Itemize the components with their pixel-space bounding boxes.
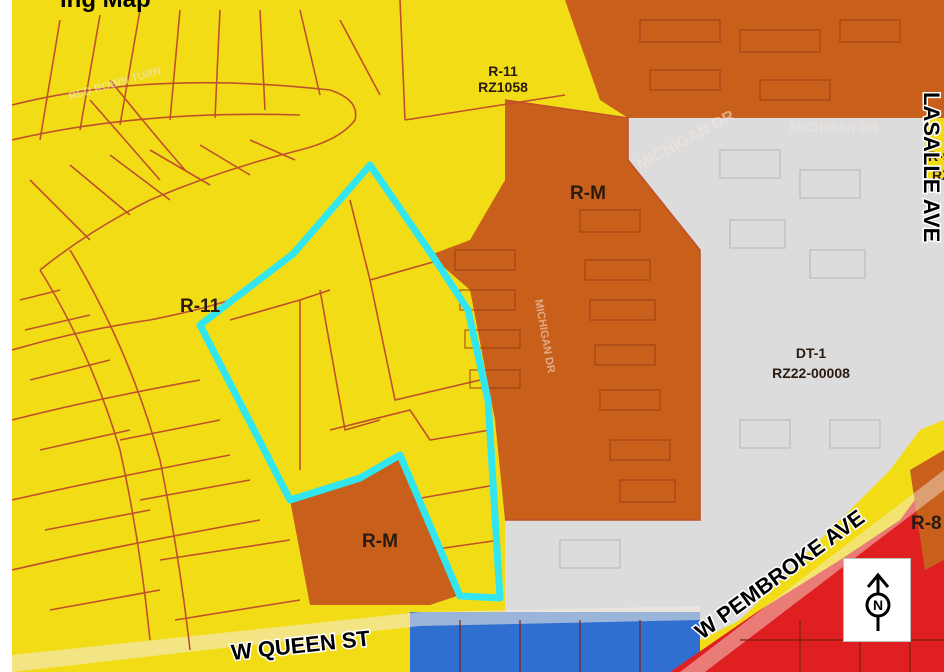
north-arrow-icon: N <box>865 572 891 631</box>
zone-rm-east-fill <box>430 100 700 520</box>
zone-r8-fill <box>910 450 944 570</box>
zone-label-rm-south: R-M <box>362 531 398 552</box>
zone-label-r11-north-case: RZ1058 <box>478 79 528 95</box>
north-arrow-badge: N <box>843 558 911 642</box>
zone-r9-fill <box>925 118 944 178</box>
zone-label-dt1-case: RZ22-00008 <box>772 365 850 381</box>
zone-label-r9: R-9 <box>928 148 944 164</box>
street-w-queen-band <box>12 606 700 672</box>
site-boundary-outline <box>196 161 504 602</box>
street-w-pembroke-band <box>680 470 944 672</box>
dt1-building-lines <box>559 149 881 569</box>
zone-label-rm-east: R-M <box>570 183 606 204</box>
zone-boundary-line <box>504 99 701 521</box>
zone-blue-fill <box>410 612 700 672</box>
parcel-lines <box>12 0 566 651</box>
street-label-lasalle: LASALLE AVE <box>919 92 944 242</box>
zone-label-r11-west: R-11 <box>180 296 221 317</box>
zone-label-dt1: DT-1 <box>796 345 827 361</box>
zone-rm-south-fill <box>290 455 460 605</box>
north-arrow-letter: N <box>873 597 883 613</box>
zone-label-r11-north: R-11 <box>488 63 518 79</box>
zone-rm-north-fill <box>565 0 944 118</box>
rm-building-lines <box>454 19 901 503</box>
map-title: ing Map <box>60 0 151 14</box>
street-label-michigan-dr-2: MICHIGAN DR <box>790 120 879 135</box>
zone-label-r9-case: RZ107 <box>932 167 944 183</box>
zone-dt1-fill <box>505 118 944 640</box>
zone-label-r8: R-8 <box>911 513 942 534</box>
